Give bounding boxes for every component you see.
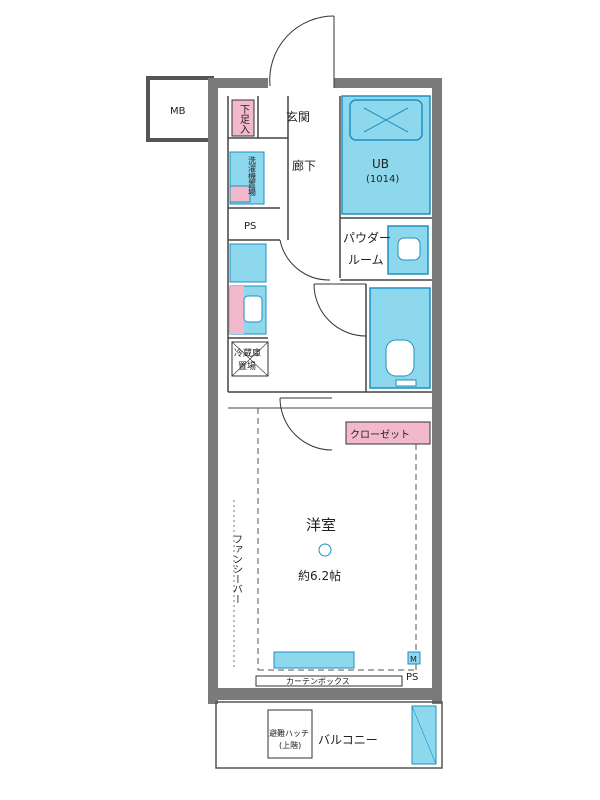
closet-label: クローゼット — [350, 429, 410, 441]
closet: クローゼット — [345, 421, 431, 445]
fan-bar: ファンシーバー — [231, 500, 243, 668]
fridge-label-1: 冷蔵庫 — [234, 347, 261, 359]
ub-size-label: (1014) — [366, 174, 399, 185]
hatch-label-2: (上階) — [279, 740, 301, 750]
area-label: 約6.2帖 — [298, 568, 341, 583]
curtain-label: カーテンボックス — [286, 677, 350, 686]
outer-walls — [208, 78, 442, 704]
rouka-label: 廊下 — [292, 158, 316, 173]
mb-box: MB — [146, 76, 214, 142]
interior-walls — [227, 96, 432, 409]
balcony: 避難ハッチ (上階) バルコニー — [215, 701, 443, 769]
unit-bath: UB (1014) — [341, 95, 431, 215]
curtain-box: カーテンボックス M PS — [255, 651, 421, 687]
ub-label: UB — [372, 157, 389, 171]
washer-label: 洗濯機置場 — [248, 155, 257, 197]
shoe-cabinet: 下足入 — [231, 99, 255, 137]
toilet-room — [369, 287, 431, 389]
hatch-label-1: 避難ハッチ — [269, 728, 309, 738]
balcony-label: バルコニー — [318, 733, 378, 747]
ps-bottom-label: PS — [406, 672, 418, 683]
genkan-label: 玄関 — [286, 109, 310, 124]
washer-area: 洗濯機置場 — [229, 151, 265, 205]
powder-room: パウダー ルーム — [343, 225, 429, 275]
youshitsu-label: 洋室 — [306, 516, 336, 534]
m-label: M — [410, 655, 417, 664]
geta-label: 下足入 — [238, 104, 250, 134]
kitchen — [229, 243, 267, 335]
ps-top-label: PS — [244, 221, 256, 232]
door-swings — [279, 239, 367, 451]
fridge-space: 冷蔵庫 置場 — [231, 341, 269, 377]
fridge-label-2: 置場 — [238, 360, 256, 372]
fan-label: ファンシーバー — [231, 534, 243, 604]
mb-label: MB — [170, 106, 186, 117]
powder-label-1: パウダー — [343, 230, 391, 245]
powder-label-2: ルーム — [348, 253, 384, 267]
bedroom-area: 洋室 約6.2帖 — [257, 408, 417, 671]
entrance-door — [269, 15, 335, 88]
